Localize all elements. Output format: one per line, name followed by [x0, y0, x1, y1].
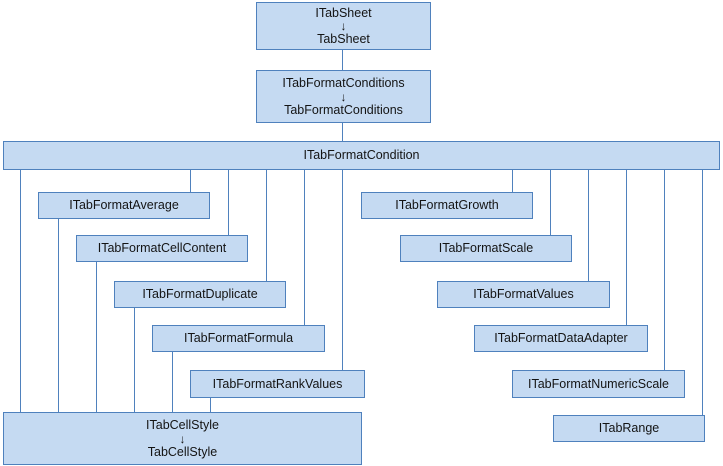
node-interface-label: ITabFormatCellContent	[97, 241, 227, 256]
node-tabformataverage[interactable]: ITabFormatAverage	[38, 192, 210, 219]
node-interface-label: ITabFormatCondition	[303, 148, 420, 163]
node-tabformatvalues[interactable]: ITabFormatValues	[437, 281, 610, 308]
node-interface-label: ITabFormatConditions	[282, 76, 405, 91]
node-implementation-label: TabSheet	[317, 32, 370, 46]
node-interface-label: ITabFormatDataAdapter	[494, 331, 628, 346]
node-tabformatcondition[interactable]: ITabFormatCondition	[3, 141, 720, 170]
node-tabsheet[interactable]: ITabSheet↓TabSheet	[256, 2, 431, 50]
node-interface-label: ITabFormatValues	[473, 287, 574, 302]
node-implementation-label: TabFormatConditions	[284, 102, 403, 117]
node-tabformatcellcontent[interactable]: ITabFormatCellContent	[76, 235, 248, 262]
node-interface-label: ITabFormatFormula	[183, 331, 294, 346]
down-arrow-icon: ↓	[179, 431, 186, 446]
node-implementation-label: TabCellStyle	[147, 444, 218, 459]
node-interface-label: ITabRange	[598, 421, 660, 436]
node-tabformatdataadapter[interactable]: ITabFormatDataAdapter	[474, 325, 648, 352]
node-tabcellstyle[interactable]: ITabCellStyle↓TabCellStyle	[3, 412, 362, 465]
down-arrow-icon: ↓	[340, 19, 347, 33]
down-arrow-icon: ↓	[340, 89, 347, 104]
node-tabformatformula[interactable]: ITabFormatFormula	[152, 325, 325, 352]
node-interface-label: ITabFormatNumericScale	[527, 376, 669, 391]
node-interface-label: ITabFormatAverage	[69, 198, 179, 213]
node-interface-label: ITabFormatDuplicate	[142, 287, 258, 302]
node-interface-label: ITabFormatGrowth	[395, 198, 499, 213]
node-interface-label: ITabFormatScale	[438, 241, 534, 256]
node-tabformatscale[interactable]: ITabFormatScale	[400, 235, 572, 262]
node-tabformatduplicate[interactable]: ITabFormatDuplicate	[114, 281, 286, 308]
node-tabrange[interactable]: ITabRange	[553, 415, 705, 442]
node-interface-label: ITabSheet	[315, 5, 372, 20]
node-interface-label: ITabFormatRankValues	[212, 376, 343, 391]
node-tabformatrankvalues[interactable]: ITabFormatRankValues	[190, 370, 365, 398]
node-interface-label: ITabCellStyle	[146, 418, 219, 433]
node-tabformatnumericscale[interactable]: ITabFormatNumericScale	[512, 370, 685, 398]
node-tabformatgrowth[interactable]: ITabFormatGrowth	[361, 192, 533, 219]
node-tabformatconditions[interactable]: ITabFormatConditions↓TabFormatConditions	[256, 70, 431, 123]
